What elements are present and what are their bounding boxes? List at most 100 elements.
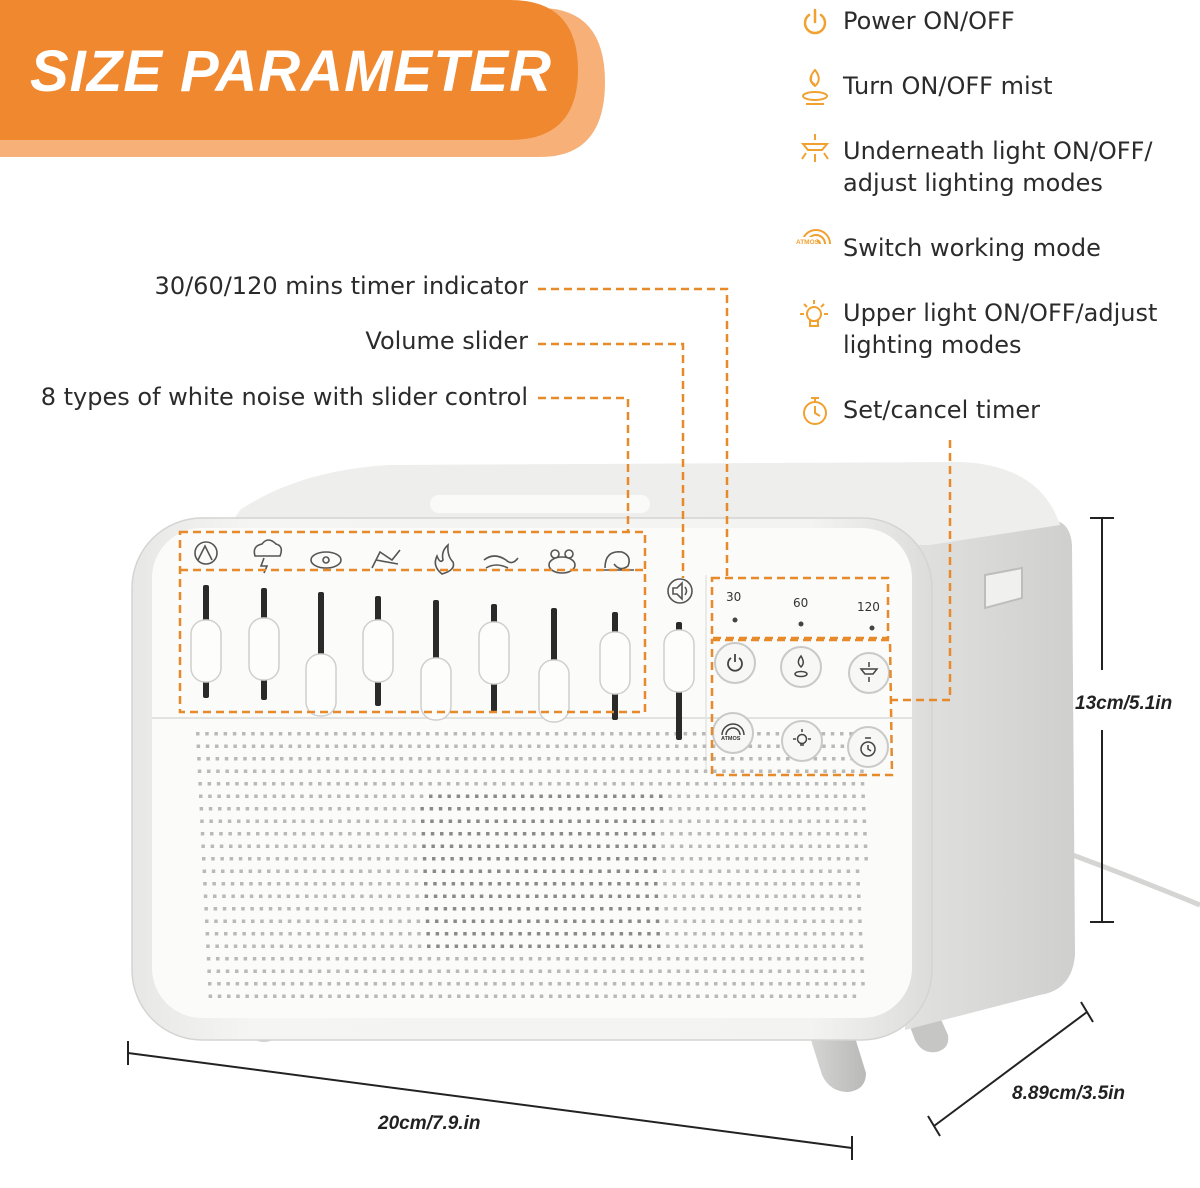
grille-hole [457, 819, 462, 823]
grille-hole [441, 869, 446, 873]
grille-hole [592, 757, 597, 761]
grille-hole [647, 932, 651, 936]
grille-hole [834, 994, 838, 998]
grille-hole [779, 807, 783, 811]
grille-hole [566, 982, 571, 986]
grille-hole [284, 844, 288, 848]
grille-hole [591, 732, 596, 736]
grille-hole [613, 994, 617, 998]
grille-hole [589, 869, 593, 873]
grille-hole [812, 919, 816, 923]
grille-hole [330, 844, 334, 848]
grille-hole [233, 944, 238, 948]
grille-hole [725, 832, 729, 836]
grille-hole [603, 969, 607, 973]
grille-hole [786, 757, 790, 761]
grille-hole [633, 832, 637, 836]
grille-hole [491, 944, 495, 948]
grille-hole [232, 919, 237, 923]
grille-hole [585, 982, 589, 986]
grille-hole [709, 882, 713, 886]
grille-hole [307, 757, 312, 761]
grille-hole [464, 957, 468, 961]
grille-hole [611, 944, 615, 948]
grille-hole [292, 819, 296, 823]
grille-hole [413, 844, 417, 848]
grille-hole [367, 857, 372, 861]
grille-hole [612, 969, 616, 973]
grille-hole [346, 994, 351, 998]
grille-hole [710, 907, 714, 911]
grille-hole [556, 769, 561, 773]
grille-hole [582, 932, 587, 936]
grille-hole [593, 969, 598, 973]
grille-hole [317, 969, 322, 973]
grille-hole [847, 894, 852, 898]
grille-hole [685, 957, 689, 961]
grille-hole [511, 782, 515, 786]
grille-hole [774, 907, 779, 911]
grille-hole [846, 869, 851, 873]
grille-hole [245, 994, 249, 998]
grille-hole [378, 894, 383, 898]
grille-hole [481, 744, 486, 748]
grille-hole [581, 907, 586, 911]
grille-hole [424, 882, 428, 886]
grille-hole [863, 844, 868, 848]
grille-hole [787, 782, 791, 786]
grille-hole [686, 794, 691, 798]
noise-slider-knob [599, 631, 631, 695]
grille-hole [606, 844, 610, 848]
grille-hole [860, 769, 864, 773]
grille-hole [260, 932, 265, 936]
grille-hole [379, 919, 384, 923]
grille-hole [737, 894, 741, 898]
grille-hole [852, 794, 856, 798]
grille-hole [207, 769, 211, 773]
grille-hole [372, 957, 376, 961]
grille-hole [492, 782, 497, 786]
grille-hole [770, 807, 774, 811]
grille-hole [814, 969, 819, 973]
grille-hole [626, 882, 630, 886]
grille-hole [852, 807, 857, 811]
grille-hole [834, 807, 838, 811]
grille-hole [808, 832, 812, 836]
grille-hole [227, 807, 231, 811]
grille-hole [300, 994, 305, 998]
grille-hole [488, 882, 492, 886]
grille-hole [751, 794, 755, 798]
grille-hole [371, 932, 375, 936]
grille-hole [470, 894, 475, 898]
grille-hole [531, 819, 535, 823]
grille-hole [511, 794, 516, 798]
grille-hole [198, 782, 202, 786]
grille-hole [652, 844, 656, 848]
grille-hole [401, 794, 405, 798]
grille-hole [836, 857, 841, 861]
grille-hole [632, 807, 636, 811]
grille-hole [484, 807, 489, 811]
grille-hole [270, 757, 275, 761]
grille-hole [446, 969, 451, 973]
grille-hole [810, 882, 814, 886]
grille-hole [233, 932, 237, 936]
grille-hole [467, 832, 472, 836]
grille-hole [797, 994, 801, 998]
grille-hole [492, 769, 496, 773]
grille-hole [380, 732, 384, 736]
grille-hole [287, 907, 291, 911]
grille-hole [571, 894, 576, 898]
grille-hole [484, 794, 488, 798]
grille-hole [811, 907, 816, 911]
grille-hole [507, 894, 511, 898]
grille-hole [643, 844, 647, 848]
grille-hole [714, 982, 718, 986]
grille-hole [649, 982, 654, 986]
grille-hole [668, 994, 673, 998]
grille-hole [683, 732, 688, 736]
grille-hole [768, 782, 773, 786]
grille-hole [368, 869, 372, 873]
grille-hole [818, 857, 822, 861]
grille-hole [687, 994, 691, 998]
